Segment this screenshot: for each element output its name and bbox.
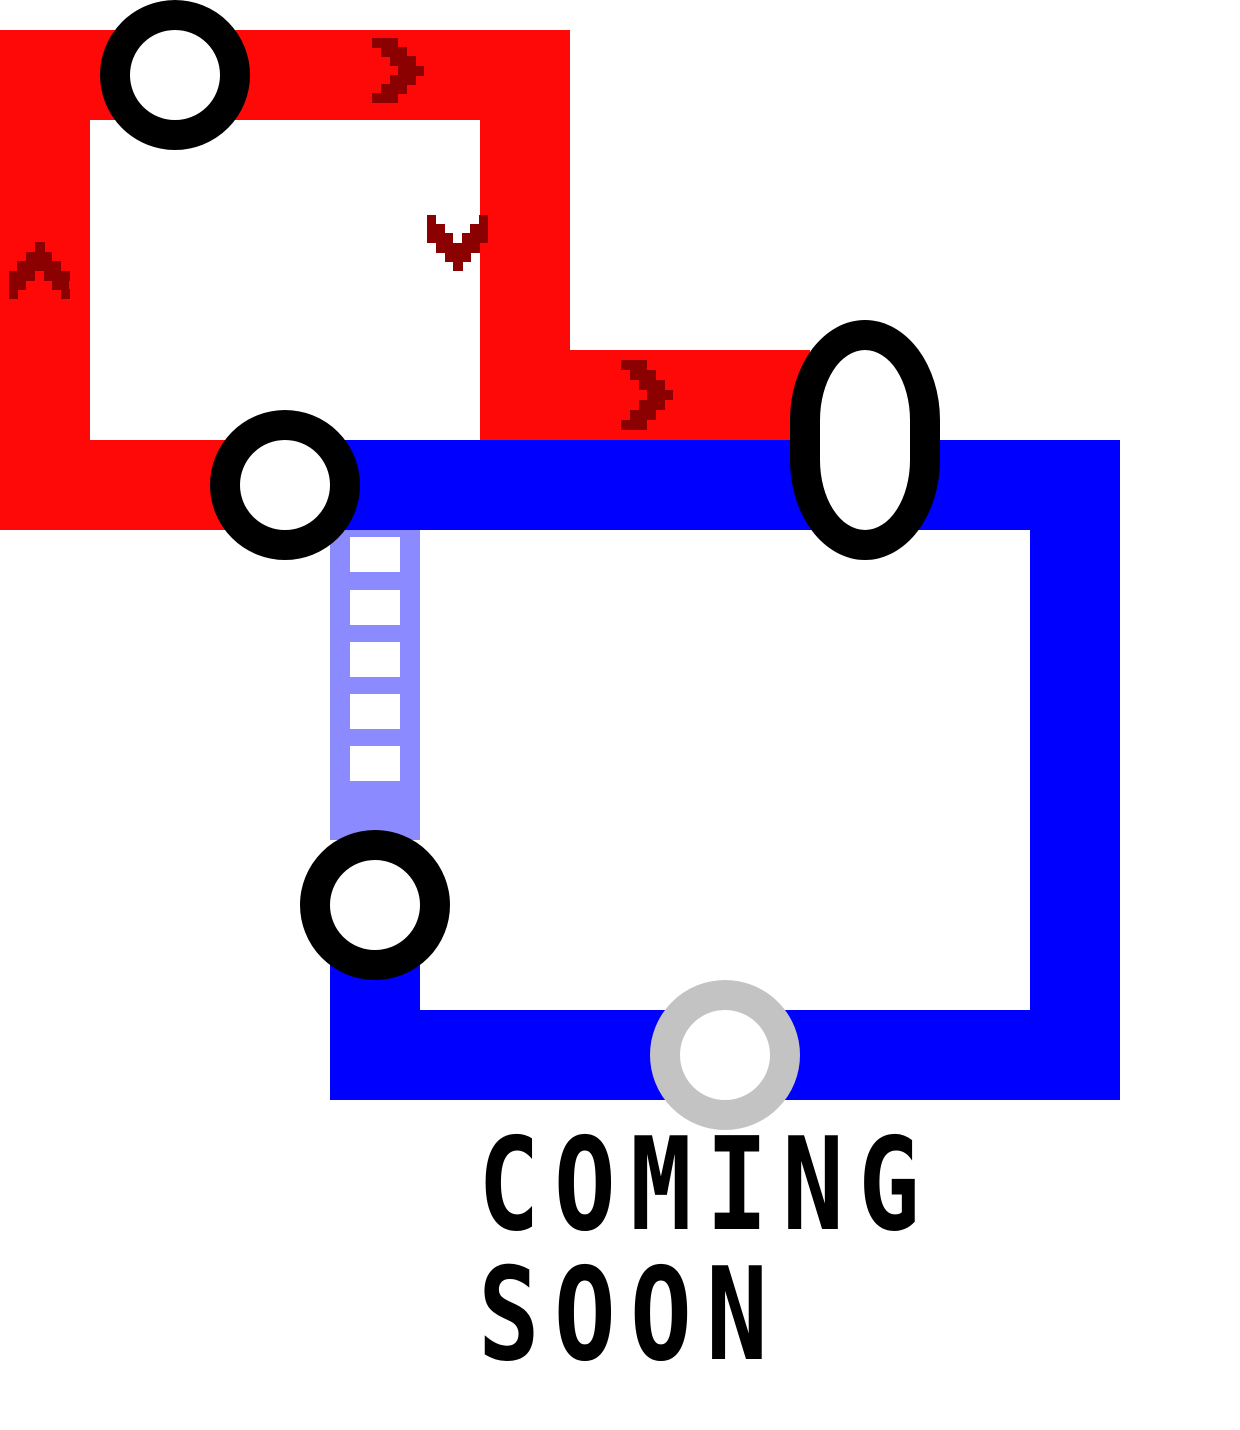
station-5-locked — [650, 980, 800, 1130]
ladder-gap — [350, 590, 400, 625]
blue-line-right-segment — [1030, 440, 1120, 1100]
ladder-gap — [350, 642, 400, 677]
station-1[interactable] — [100, 0, 250, 150]
ladder-gap — [350, 746, 400, 781]
station-2[interactable] — [210, 410, 360, 560]
blue-line-top-segment — [330, 440, 1120, 530]
station-4-oval[interactable] — [790, 320, 940, 560]
ladder-connector — [330, 530, 420, 840]
ladder-gap — [350, 537, 400, 572]
coming-soon-line2: SOON — [478, 1241, 783, 1390]
ladder-gap — [350, 694, 400, 729]
station-3[interactable] — [300, 830, 450, 980]
coming-soon-line1: COMING — [478, 1111, 935, 1260]
red-line-top-segment — [0, 30, 570, 120]
